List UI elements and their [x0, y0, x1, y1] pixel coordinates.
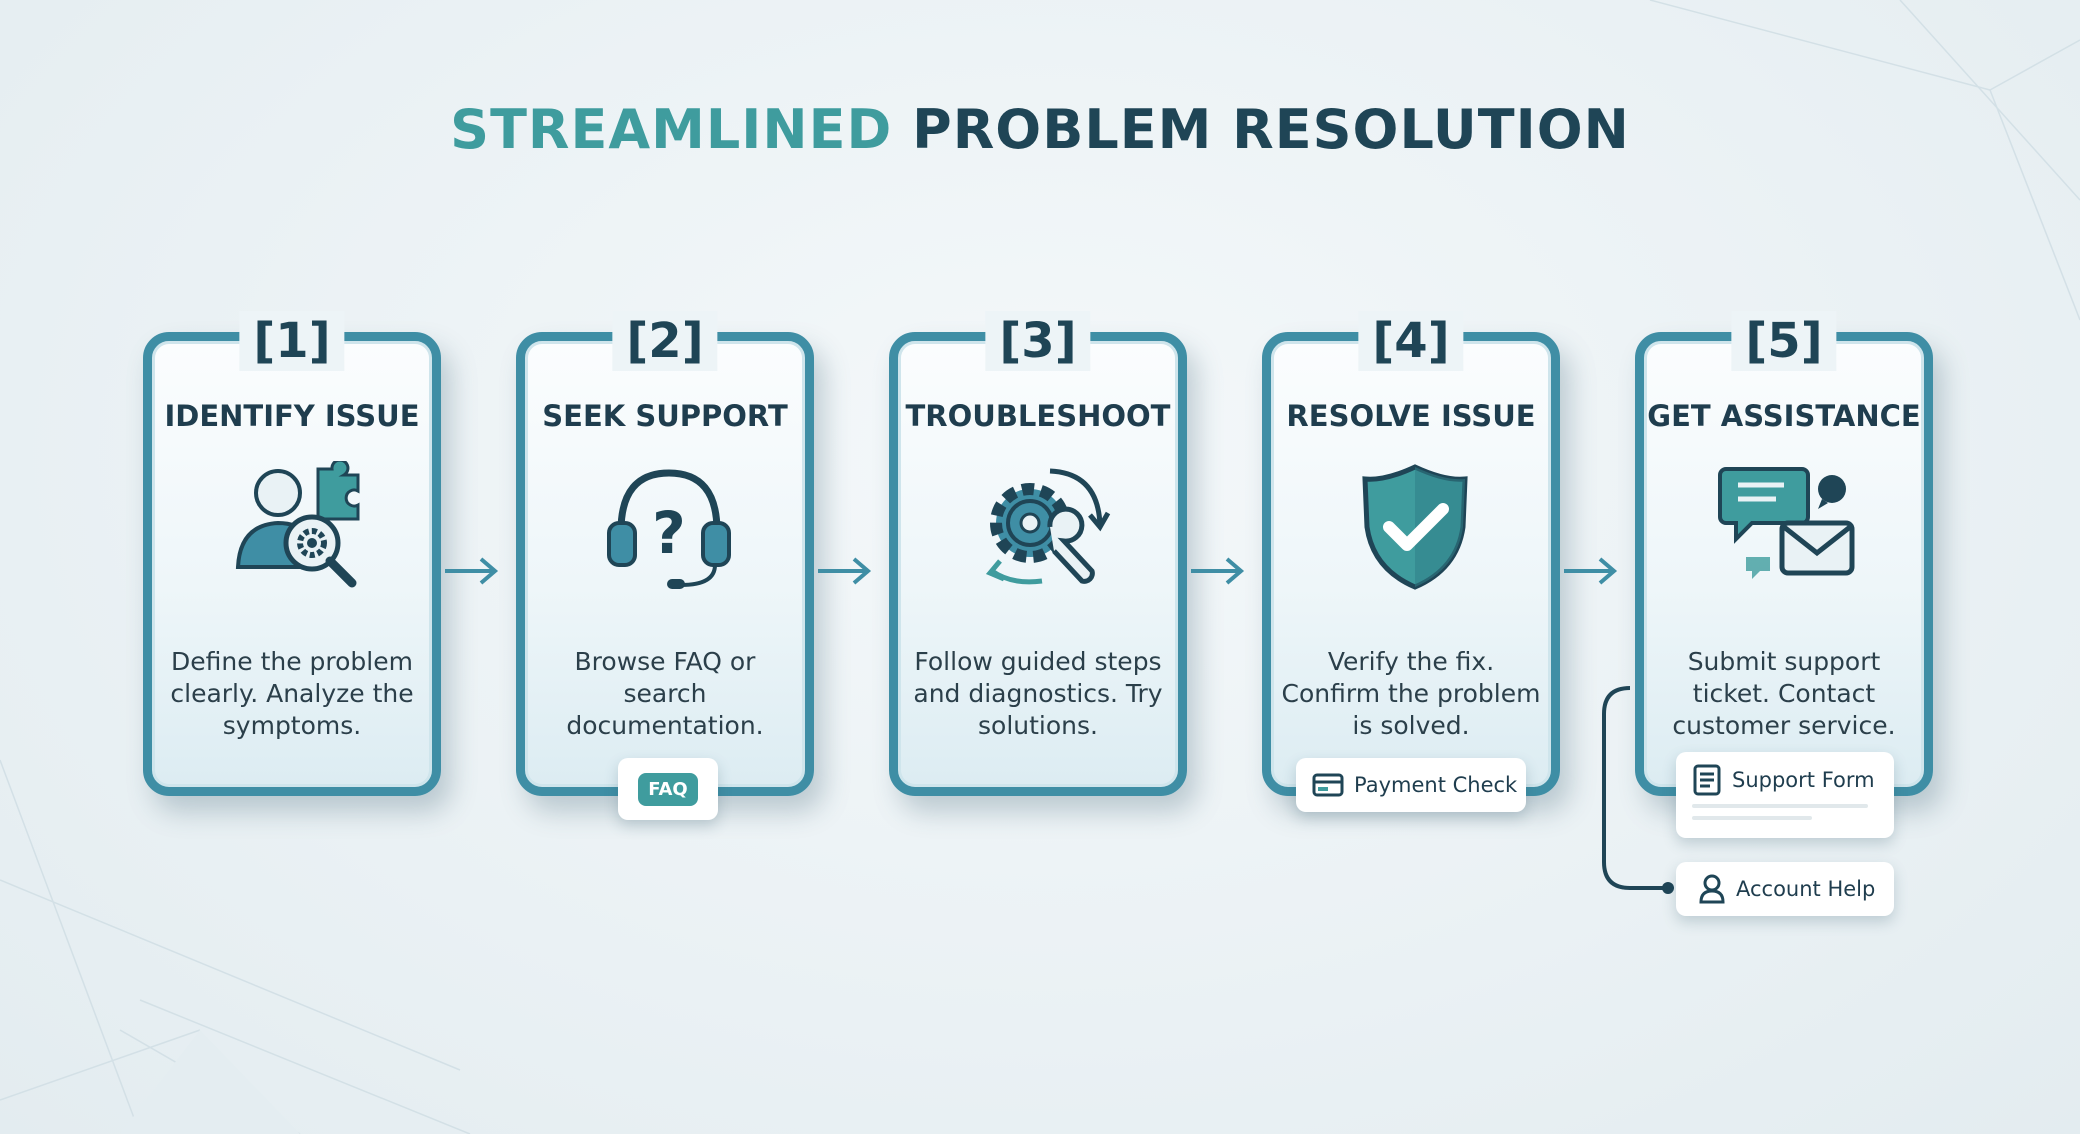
step-title: IDENTIFY ISSUE [164, 399, 420, 433]
form-placeholder-line [1692, 804, 1868, 808]
step-number: [1] [239, 311, 345, 371]
account-help-chip[interactable]: Account Help [1676, 862, 1894, 916]
step-number: [4] [1358, 311, 1464, 371]
step-description: Verify the fix. Confirm the problem is s… [1281, 647, 1541, 740]
step-title: GET ASSISTANCE [1647, 399, 1921, 433]
payment-check-label: Payment Check [1354, 773, 1518, 797]
user-gear-magnifier-icon [235, 461, 360, 588]
step-card-4: [4] RESOLVE ISSUE Verify the fix. Confir… [1262, 311, 1560, 796]
step-card-5: [5] GET ASSISTANCE Submit support ticket… [1635, 311, 1933, 796]
arrow-icon [445, 557, 499, 585]
title-main: PROBLEM RESOLUTION [912, 98, 1630, 161]
step-card-2: [2] SEEK SUPPORT ? Browse FAQ or search … [516, 311, 814, 796]
step-card-1: [1] IDENTIFY ISSUE Define the problem cl… [143, 311, 441, 796]
faq-chip[interactable]: FAQ [618, 758, 718, 820]
step-title: TROUBLESHOOT [905, 399, 1171, 433]
step-description: Follow guided steps and diagnostics. Try… [913, 647, 1163, 740]
step-title: SEEK SUPPORT [542, 399, 788, 433]
step-card-3: [3] TROUBLESHOOT Follow guided steps and… [889, 311, 1187, 796]
arrow-icon [818, 557, 872, 585]
step-title: RESOLVE ISSUE [1286, 399, 1536, 433]
step-number: [2] [612, 311, 718, 371]
account-help-label: Account Help [1736, 877, 1876, 901]
support-form-label: Support Form [1732, 768, 1875, 792]
connector-line [1602, 686, 1674, 894]
page-title: STREAMLINED PROBLEM RESOLUTION [0, 98, 2080, 161]
shield-check-icon [1362, 464, 1468, 590]
gear-wrench-cycle-icon [985, 468, 1111, 585]
chat-envelope-icon [1718, 467, 1855, 579]
form-placeholder-line [1692, 816, 1812, 820]
support-form-chip[interactable]: Support Form [1676, 752, 1894, 838]
arrow-icon [1564, 557, 1618, 585]
svg-text:?: ? [652, 499, 686, 567]
headset-question-icon: ? [607, 469, 731, 589]
step-description: Define the problem clearly. Analyze the … [170, 647, 414, 740]
arrow-icon [1191, 557, 1245, 585]
payment-check-chip[interactable]: Payment Check [1296, 758, 1526, 812]
faq-badge: FAQ [638, 772, 698, 806]
step-description: Browse FAQ or search documentation. [566, 647, 764, 740]
step-number: [3] [985, 311, 1091, 371]
user-icon [1699, 874, 1725, 904]
form-icon [1693, 764, 1721, 796]
step-number: [5] [1731, 311, 1837, 371]
card-icon [1312, 773, 1344, 797]
title-accent: STREAMLINED [450, 98, 893, 161]
step-description: Submit support ticket. Contact customer … [1672, 647, 1896, 740]
